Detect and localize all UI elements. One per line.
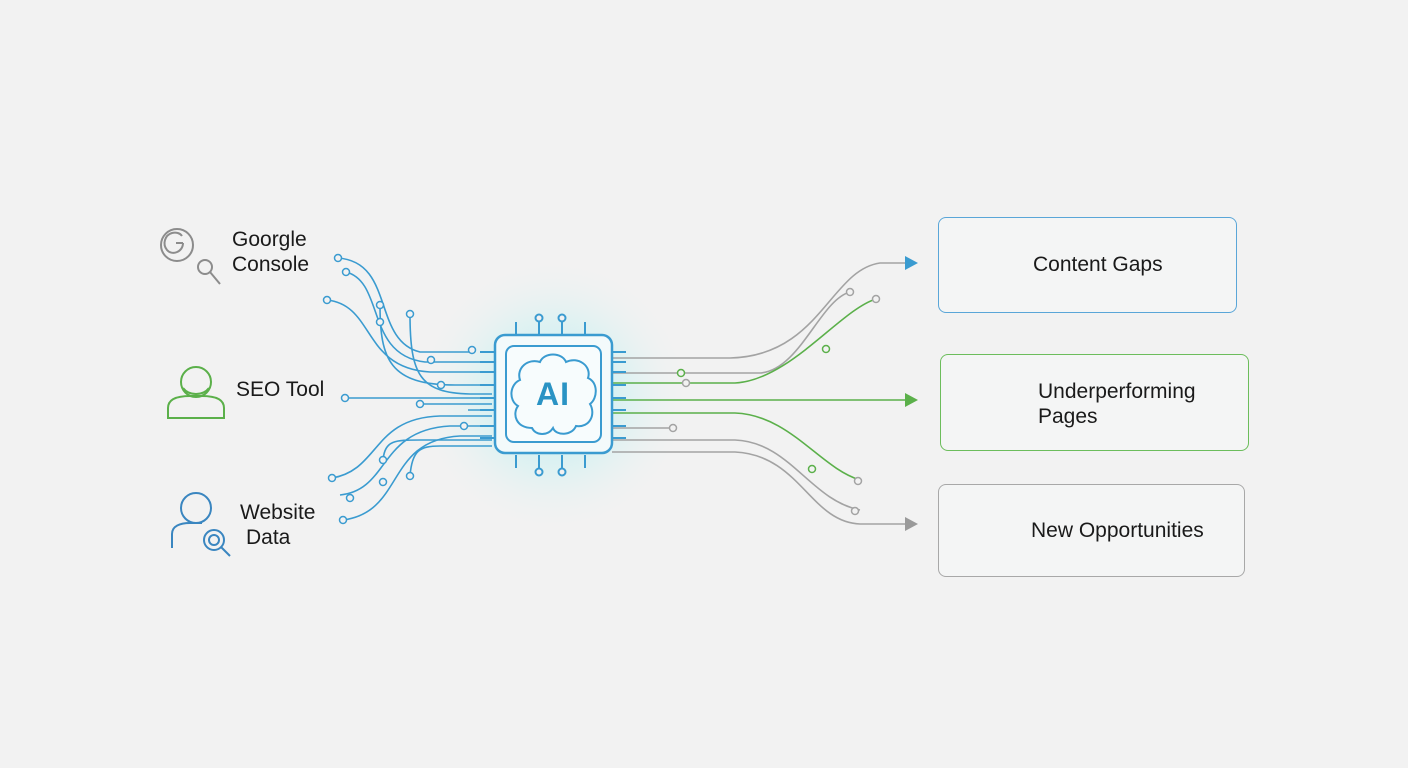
card-underperforming-line1: Underperforming [1038,380,1196,403]
input-google-line2: Console [232,253,310,276]
card-new-opportunities-label: New Opportunities [1031,519,1204,542]
card-underperforming-pages [940,354,1249,451]
input-seo-tool: SEO Tool [236,378,325,401]
arrowhead-content-gaps [905,256,918,270]
processor-pins [480,313,626,477]
output-arrowheads [905,256,918,531]
input-website-line1: Website [240,501,316,524]
seo-user-icon [167,366,225,419]
card-new-opportunities [938,484,1245,577]
input-google-console: Goorgle Console [232,227,309,277]
arrowhead-new-opportunities [905,517,918,531]
card-content-gaps [938,217,1237,313]
arrowhead-underperforming [905,393,918,407]
ai-brain-icon [510,353,597,435]
input-connector-nodes [322,253,477,525]
google-search-icon [160,228,221,285]
card-underperforming-line2: Pages [1038,405,1098,428]
input-connectors [326,257,492,521]
input-website-data: Website Data [240,500,315,550]
card-content-gaps-label: Content Gaps [1033,253,1163,276]
website-search-icon [171,492,231,557]
input-website-line2: Data [246,526,291,549]
output-connectors-gray [612,262,905,525]
processor-label: AI [536,376,570,412]
output-connectors-green [612,298,905,481]
input-google-line1: Goorgle [232,228,307,251]
output-connector-nodes [668,287,881,516]
processor-chip-inner [505,345,602,443]
card-underperforming-label: Underperforming Pages [1038,379,1196,429]
